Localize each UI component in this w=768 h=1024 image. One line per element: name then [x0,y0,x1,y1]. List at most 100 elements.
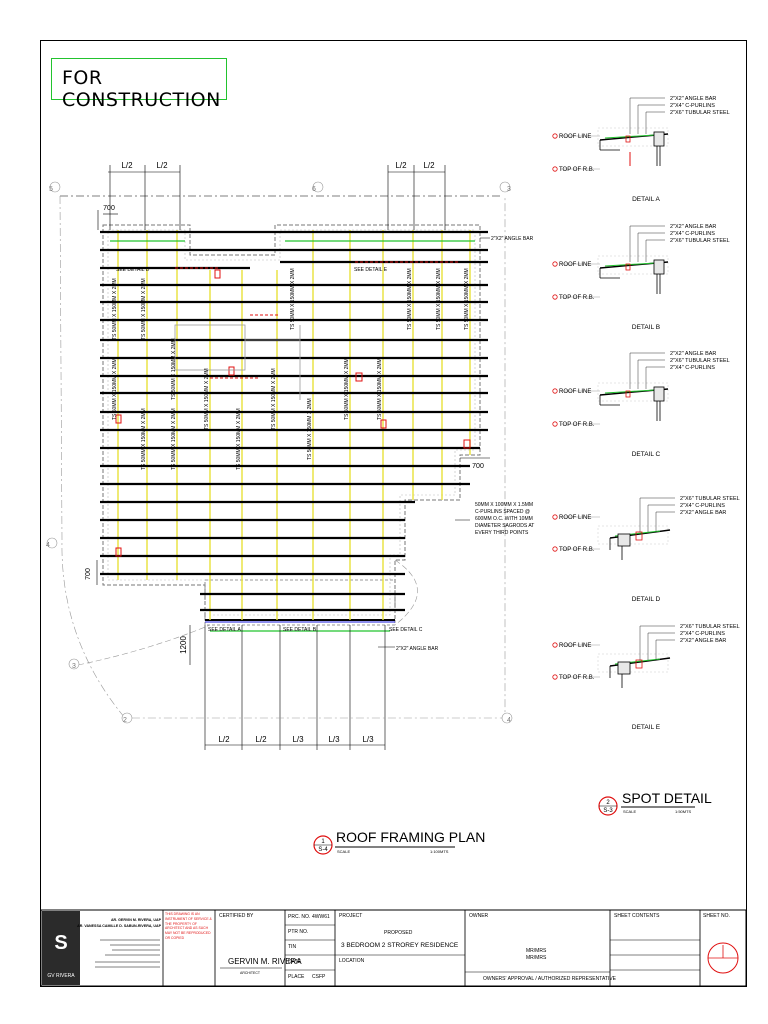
rafter-label-12: TS 50MM X 150MM X 2MM [112,278,118,340]
roof-line-label: ROOF LINE [559,262,591,268]
tin-label: TIN [288,944,296,950]
detail-name: DETAIL D [632,596,661,603]
owner-line-2: MR/MRS [526,955,547,961]
rafter-label-5: TS 50MM X 150MM X 2MM [271,368,277,430]
purlin-note-5: EVERY THIRD POINTS [475,530,529,536]
ptr-label: PTR NO. [288,929,308,935]
angle-bar-note-top: 2"X2" ANGLE BAR [491,236,534,242]
purlin-note-3: 600MM O.C. WITH 10MM [475,516,533,522]
top-rb-label: TOP OF R.B. [559,675,595,681]
see-detail-b: SEE DETAIL B [283,627,317,633]
sheet-no-label: SHEET NO. [703,913,730,919]
purlin-note-2: C-PURLINS SPACED @ [475,509,530,515]
date-label: DATE [288,959,302,965]
rafter-label-11: TS 50MM X 150MM X 2MM [464,268,470,330]
rafter-label-6: TS 50MM X 150MM X 2MM [307,398,313,460]
purlin-note-4: DIAMETER SAGRODS AT [475,523,534,529]
certifier-role: ARCHITECT [240,971,261,975]
grid-label-2: 2 [123,717,127,724]
rafter-label-4: TS 50MM X 150MM X 2MM [236,408,242,470]
detail-name: DETAIL A [632,196,660,203]
detail-note: 2"X4" C-PURLINS [670,365,715,371]
detail-note: 2"X6" TUBULAR STEEL [670,110,730,116]
detail-note: 2"X4" C-PURLINS [680,503,725,509]
grid-label-4a: 4 [46,542,50,549]
plan-scale-label: SCALE [337,849,350,854]
detail-c: ROOF LINE TOP OF R.B. 2"X2" ANGLE BAR2"X6"… [552,351,730,458]
title-block: S GV RIVERA AR. GERVIN M. RIVERA, UAP AR… [40,909,747,987]
copyright-note: THIS DRAWING IS AN INSTRUMENT OF SERVICE… [165,912,212,940]
see-detail-a: SEE DETAIL A [208,627,241,633]
rafter-label-0: TS 50MM X 150MM X 2MM [112,358,118,420]
grid-label-5: 5 [49,186,53,193]
roof-framing-plan: L/2 L/2 L/2 L/2 L/2 L/2 L/3 L/3 L/3 700 … [46,161,534,855]
see-detail-c: SEE DETAIL C [389,627,423,633]
for-construction-stamp: FOR CONSTRUCTION [51,58,227,111]
roof-line-label: ROOF LINE [559,515,591,521]
rafter-label-10: TS 50MM X 150MM X 2MM [436,268,442,330]
grid-label-3b: 3 [72,663,76,670]
dim-700-left: 700 [85,568,92,580]
architect-2: AR. VANESSA CAMILLE D. SABUN-RIVERA, UAP [77,924,161,928]
prc-value: 4WW61 [312,914,330,920]
roof-line-label: ROOF LINE [559,134,591,140]
dim-700-right: 700 [472,463,484,470]
top-rb-label: TOP OF R.B. [559,547,595,553]
detail-note: 2"X2" ANGLE BAR [670,96,716,102]
detail-a: ROOF LINE TOP OF R.B. 2"X2" ANGLE BAR2"X4"… [552,96,730,203]
plan-scale-value: 1:100MTS [430,849,449,854]
plan-sheet-ref: S-4 [318,847,328,853]
purlin-note-1: 50MM X 100MM X 1.5MM [475,502,533,508]
spot-sheet-num: 2 [606,800,610,806]
rafter-label-15: TS 50MM X 150MM X 2MM [290,268,296,330]
detail-note: 2"X4" C-PURLINS [680,631,725,637]
dim-bottom-1: L/2 [218,735,230,744]
detail-note: 2"X6" TUBULAR STEEL [680,496,740,502]
dim-top-3: L/2 [395,161,407,170]
roof-line-label: ROOF LINE [559,389,591,395]
rafter-label-9: TS 50MM X 150MM X 2MM [407,268,413,330]
place-label: PLACE [288,974,305,980]
top-rb-label: TOP OF R.B. [559,295,595,301]
dim-top-2: L/2 [156,161,168,170]
dim-top-4: L/2 [423,161,435,170]
see-detail-d: SEE DETAIL D [116,267,150,273]
rafter-label-14: TS 50MM X 150MM X 2MM [171,338,177,400]
project-label: PROJECT [339,913,362,919]
detail-note: 2"X2" ANGLE BAR [680,510,726,516]
owner-label: OWNER [469,913,489,919]
rafter-label-1: TS 50MM X 150MM X 2MM [141,408,147,470]
angle-bar-note-bottom: 2"X2" ANGLE BAR [396,646,439,652]
dim-bottom-5: L/3 [362,735,374,744]
prc-label: PRC. NO. [288,914,310,920]
owner-line-1: MR/MRS [526,948,547,954]
detail-note: 2"X2" ANGLE BAR [680,638,726,644]
dim-bottom-2: L/2 [255,735,267,744]
rafter-label-3: TS 50MM X 150MM X 2MM [204,368,210,430]
detail-name: DETAIL C [632,451,661,458]
detail-note: 2"X2" ANGLE BAR [670,351,716,357]
dim-700-top: 700 [103,205,115,212]
spot-scale-value: 1:50MTS [675,809,692,814]
place-value: CSFP [312,974,326,980]
firm-name: GV RIVERA [47,973,75,979]
see-detail-e: SEE DETAIL E [354,267,388,273]
detail-note: 2"X6" TUBULAR STEEL [670,358,730,364]
rafter-label-13: TS 50MM X 150MM X 2MM [141,278,147,340]
spot-title: SPOT DETAIL [622,790,712,806]
dim-bottom-4: L/3 [328,735,340,744]
top-rb-label: TOP OF R.B. [559,422,595,428]
sheet-contents-label: SHEET CONTENTS [614,913,660,919]
detail-name: DETAIL B [632,324,660,331]
detail-note: 2"X4" C-PURLINS [670,103,715,109]
certified-by-label: CERTIFIED BY [219,913,254,919]
roof-line-label: ROOF LINE [559,643,591,649]
top-rb-label: TOP OF R.B. [559,167,595,173]
spot-scale-label: SCALE [623,809,636,814]
dim-bottom-3: L/3 [292,735,304,744]
plan-title: ROOF FRAMING PLAN [336,829,485,845]
firm-logo-mark: S [54,932,67,954]
certifier-name: GERVIN M. RIVERA [228,957,302,966]
